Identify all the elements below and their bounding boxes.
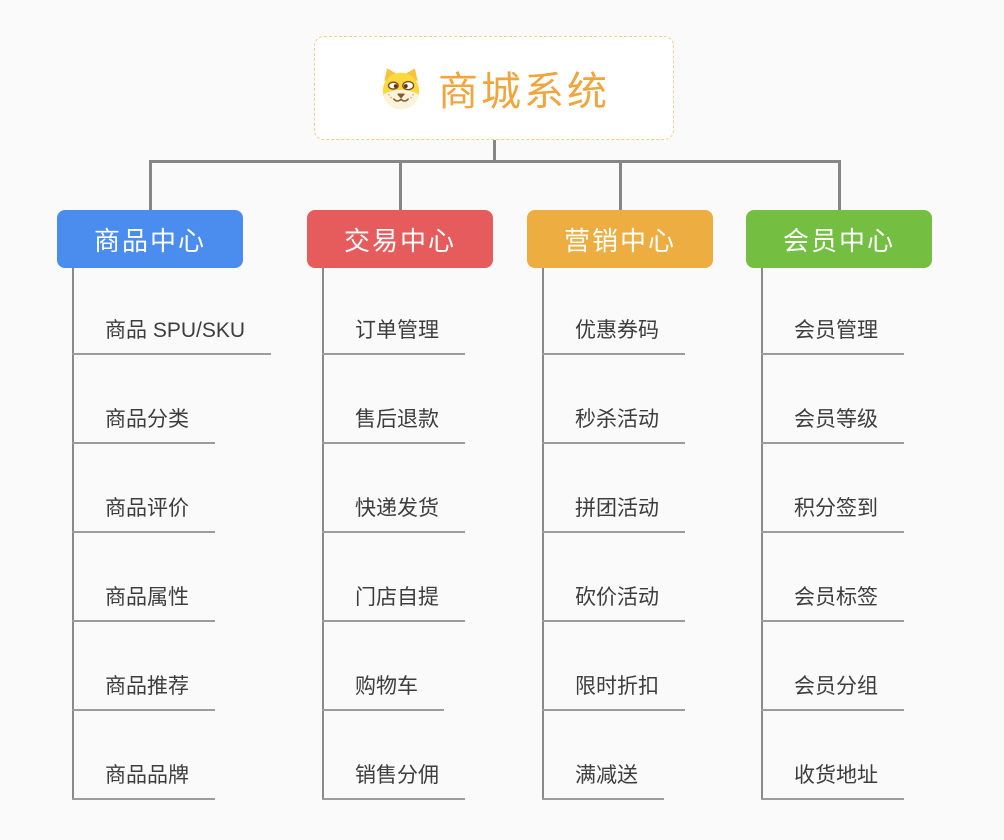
connector-drop-line [838,160,841,210]
leaf-node[interactable]: 商品品牌 [72,760,215,800]
connector-bus-line [149,160,840,163]
leaf-node[interactable]: 限时折扣 [542,671,685,711]
leaf-node[interactable]: 秒杀活动 [542,404,685,444]
branch-product-center: 商品中心 商品 SPU/SKU 商品分类商品评价商品属性商品推荐商品品牌 [57,210,357,820]
leaf-node[interactable]: 会员标签 [761,582,904,622]
leaf-node[interactable]: 会员管理 [761,315,904,355]
branch-header[interactable]: 商品中心 [57,210,243,268]
leaf-node[interactable]: 快递发货 [322,493,465,533]
connector-drop-line [399,160,402,210]
branch-marketing-center: 营销中心 优惠券码秒杀活动拼团活动砍价活动限时折扣满减送 [527,210,827,820]
branch-header[interactable]: 会员中心 [746,210,932,268]
leaf-node[interactable]: 积分签到 [761,493,904,533]
branch-trade-center: 交易中心 订单管理售后退款快递发货门店自提购物车销售分佣 [307,210,607,820]
root-title: 商城系统 [438,70,610,114]
leaf-node[interactable]: 优惠券码 [542,315,685,355]
leaf-node[interactable]: 商品评价 [72,493,215,533]
branch-header[interactable]: 交易中心 [307,210,493,268]
connector-drop-line [619,160,622,210]
branch-member-center: 会员中心 会员管理会员等级积分签到会员标签会员分组收货地址 [746,210,1004,820]
dog-face-icon [378,65,424,111]
leaf-node[interactable]: 收货地址 [761,760,904,800]
leaf-node[interactable]: 商品 SPU/SKU [72,315,272,355]
leaf-node[interactable]: 销售分佣 [322,760,465,800]
leaf-node[interactable]: 商品属性 [72,582,215,622]
leaf-node[interactable]: 售后退款 [322,404,465,444]
branch-trunk-line [322,268,324,800]
leaf-node[interactable]: 砍价活动 [542,582,685,622]
leaf-node[interactable]: 购物车 [322,671,444,711]
branch-trunk-line [542,268,544,800]
leaf-node[interactable]: 拼团活动 [542,493,685,533]
branch-trunk-line [72,268,74,800]
connector-drop-line [149,160,152,210]
leaf-node[interactable]: 满减送 [542,760,664,800]
leaf-node[interactable]: 门店自提 [322,582,465,622]
leaf-node[interactable]: 商品分类 [72,404,215,444]
leaf-node[interactable]: 会员分组 [761,671,904,711]
branch-header[interactable]: 营销中心 [527,210,713,268]
branch-trunk-line [761,268,763,800]
leaf-node[interactable]: 商品推荐 [72,671,215,711]
connector-root-stub [493,140,496,162]
leaf-node[interactable]: 会员等级 [761,404,904,444]
leaf-node[interactable]: 订单管理 [322,315,465,355]
root-node[interactable]: 商城系统 [314,36,674,140]
